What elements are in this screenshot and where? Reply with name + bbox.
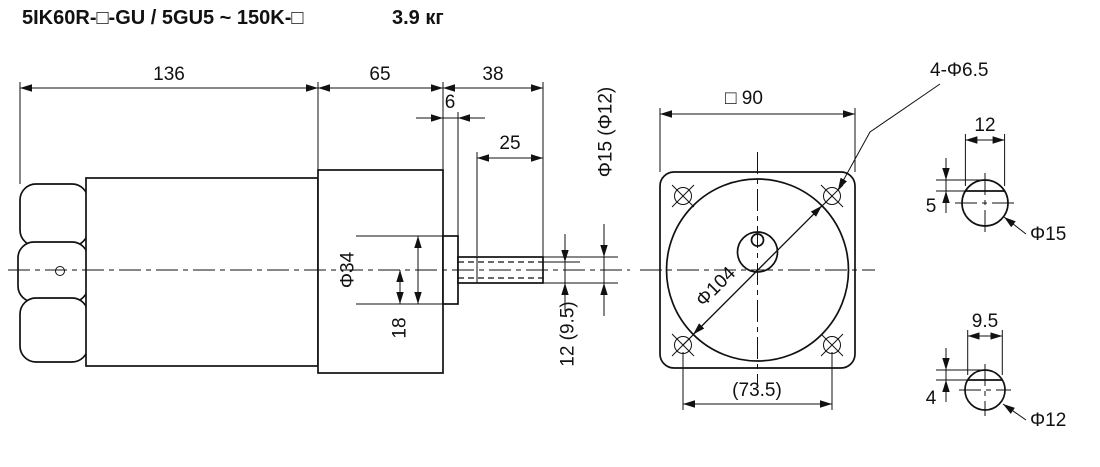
model-title: 5IK60R-□-GU / 5GU5 ~ 150K-□ [22, 7, 303, 29]
dimension-flat-depth-15: 5 [926, 158, 985, 217]
weight-label: 3.9 кг [392, 7, 444, 29]
side-view: 136 65 38 6 25 Φ34 18 [8, 64, 630, 374]
dimension-flat-length: 25 [476, 133, 543, 256]
dimension-lengths: 136 65 38 [19, 64, 544, 257]
frame-size-label: □ 90 [725, 88, 763, 109]
rear-cover-top-bump [19, 183, 89, 247]
dimension-shaft-diameter: Φ15 (Φ12) [543, 87, 618, 316]
shaft-diameter-label: Φ15 (Φ12) [596, 87, 617, 178]
dimension-frame-size: □ 90 [659, 88, 856, 172]
rear-cover-screw [55, 266, 65, 276]
flat-width-12-label: 9.5 [972, 311, 998, 332]
dimension-boss-length: 6 [416, 92, 485, 236]
boss-radius-label: 18 [390, 317, 411, 338]
diameter-12-label: Φ12 [1030, 410, 1066, 431]
shaft-section-12: 9.5 4 Φ12 [926, 311, 1067, 431]
motor-rear-cover [17, 183, 89, 363]
motor-length-label: 136 [153, 64, 185, 85]
rear-cover-middle-bump [17, 241, 89, 303]
hole-spacing-label: (73.5) [732, 380, 782, 401]
boss-length-label: 6 [445, 92, 456, 113]
motor-body [85, 177, 319, 367]
gearhead-length-label: 65 [369, 64, 390, 85]
gearhead-housing [317, 169, 444, 374]
flat-depth-12-label: 4 [926, 388, 937, 409]
diameter-callout-15: Φ15 [1003, 216, 1066, 245]
mounting-holes-callout: 4-Φ6.5 [837, 60, 988, 191]
diameter-callout-12: Φ12 [1002, 403, 1066, 431]
flat-width-15-label: 12 [974, 115, 995, 136]
dimension-flat-width-15: 12 [964, 115, 1006, 186]
flat-length-label: 25 [499, 133, 520, 154]
shaft-length-label: 38 [482, 64, 503, 85]
dimension-flat-width-12: 9.5 [967, 311, 1003, 375]
flat-depth-15-label: 5 [926, 196, 937, 217]
dimension-flat-height: 12 (9.5) [543, 234, 580, 367]
shaft-section-15: 12 5 Φ15 [926, 115, 1067, 245]
mounting-holes-label: 4-Φ6.5 [930, 60, 988, 81]
mounting-hole-top-left [671, 184, 695, 208]
flat-height-label: 12 (9.5) [558, 301, 579, 366]
dimension-boss-radius: 18 [390, 270, 411, 339]
rear-cover-bottom-bump [19, 297, 89, 363]
front-view: □ 90 4-Φ6.5 Φ104 (73.5) [640, 60, 988, 410]
dimension-flat-depth-12: 4 [926, 348, 985, 409]
diameter-15-label: Φ15 [1030, 224, 1066, 245]
dimension-hole-spacing: (73.5) [682, 352, 833, 410]
boss-diameter-label: Φ34 [338, 251, 359, 288]
